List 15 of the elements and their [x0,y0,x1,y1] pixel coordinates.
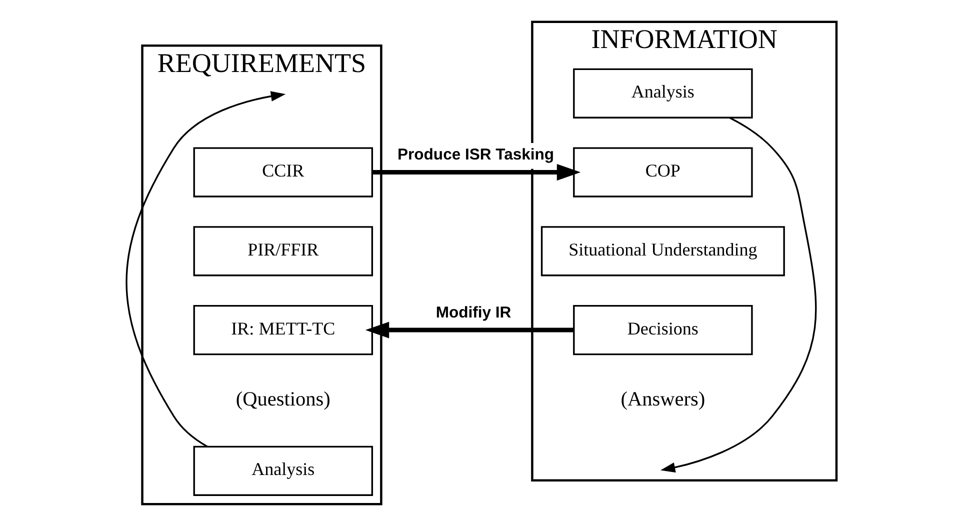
node-box: PIR/FFIR [193,226,374,276]
node-box: IR: METT-TC [193,304,374,356]
arrow [372,164,581,181]
node-box: Decisions [573,304,753,356]
node-box: Analysis [573,68,753,118]
node-box: CCIR [193,147,374,198]
node-box: COP [573,147,753,198]
node-box: Analysis [193,446,374,496]
arrow [365,322,574,338]
edge-label: Modifiy IR [436,304,512,322]
node-label: (Questions) [236,388,330,410]
arrow [660,116,817,473]
node-label: (Answers) [620,388,706,410]
node-box: Situational Understanding [540,226,785,276]
arrow [126,91,286,448]
